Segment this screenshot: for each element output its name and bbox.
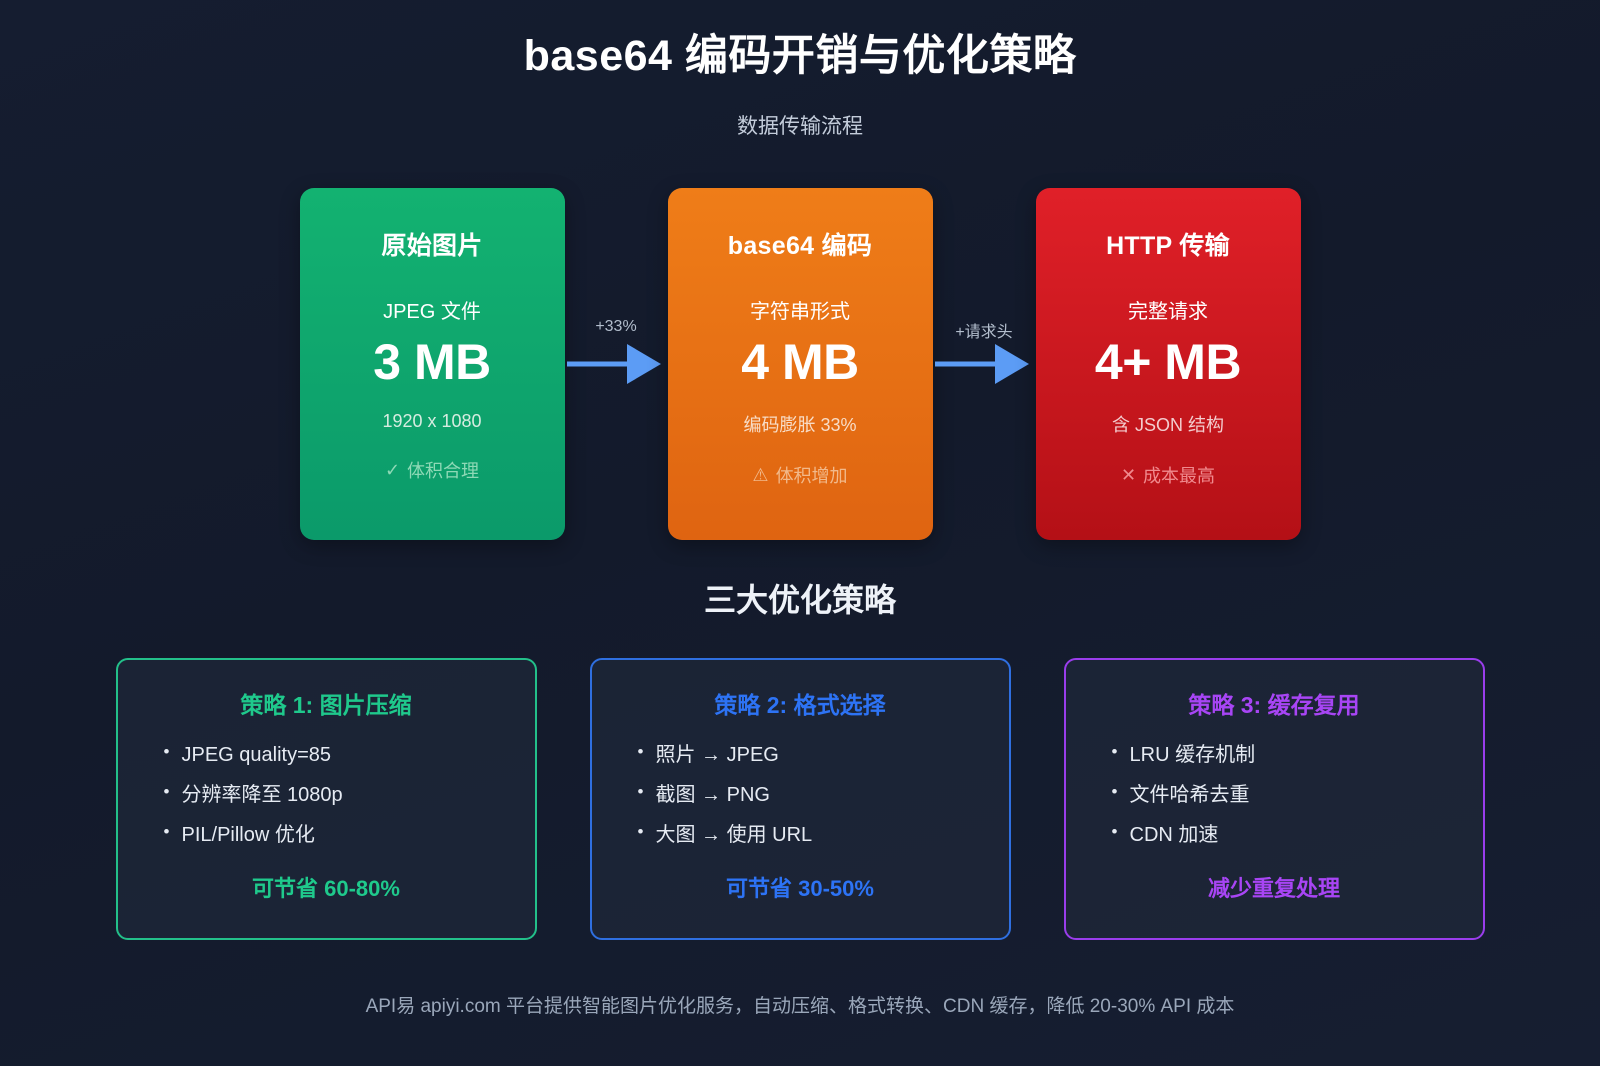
- flow-arrow-2: +请求头: [933, 188, 1036, 540]
- strategies-heading: 三大优化策略: [703, 582, 896, 618]
- flow-card-size-value: 4+ MB: [1094, 334, 1242, 390]
- flow-card-title: 原始图片: [381, 232, 483, 260]
- page-title: base64 编码开销与优化策略: [523, 32, 1077, 80]
- strategy-bullet-list: JPEG quality=85 分辨率降至 1080p PIL/Pillow 优…: [146, 742, 507, 863]
- strategy-card-format-selection: 策略 2: 格式选择 照片 → JPEG 截图 → PNG 大图 → 使用 UR…: [589, 658, 1011, 940]
- strategy-card-title: 策略 2: 格式选择: [714, 692, 886, 718]
- list-item: 文件哈希去重: [1112, 782, 1455, 807]
- flow-card-status: ⚠ 体积增加: [752, 462, 847, 488]
- check-icon: ✓: [384, 459, 401, 480]
- list-item: 分辨率降至 1080p: [164, 782, 507, 807]
- list-item: 照片 → JPEG: [638, 742, 981, 767]
- strategy-bullet-list: 照片 → JPEG 截图 → PNG 大图 → 使用 URL: [620, 742, 981, 863]
- flow-card-subtitle: 完整请求: [1128, 301, 1208, 323]
- list-item: PIL/Pillow 优化: [164, 822, 507, 847]
- strategy-card-title: 策略 1: 图片压缩: [240, 692, 412, 718]
- flow-card-status-label: 体积合理: [407, 460, 480, 481]
- flow-arrow-1-label: +33%: [595, 318, 637, 335]
- flow-card-title: base64 编码: [727, 232, 873, 260]
- flow-card-note: 编码膨胀 33%: [743, 414, 857, 435]
- flow-card-note: 1920 x 1080: [382, 410, 482, 431]
- strategy-card-image-compression: 策略 1: 图片压缩 JPEG quality=85 分辨率降至 1080p P…: [115, 658, 537, 940]
- arrow-line-icon: [934, 361, 1009, 367]
- flow-arrow-1: +33%: [565, 188, 668, 540]
- flow-card-status: ✓ 体积合理: [385, 457, 479, 483]
- flow-arrow-2-label: +请求头: [955, 324, 1013, 341]
- arrow-head-icon: [994, 344, 1029, 384]
- flow-card-subtitle: 字符串形式: [750, 301, 850, 323]
- warning-triangle-icon: ⚠: [752, 464, 769, 485]
- flow-card-status-label: 成本最高: [1143, 465, 1216, 486]
- strategy-card-title: 策略 3: 缓存复用: [1188, 692, 1360, 718]
- cross-icon: ✕: [1120, 464, 1137, 485]
- page-subtitle: 数据传输流程: [737, 114, 863, 138]
- flow-card-title: HTTP 传输: [1106, 232, 1230, 260]
- strategy-card-cache-reuse: 策略 3: 缓存复用 LRU 缓存机制 文件哈希去重 CDN 加速 减少重复处理: [1063, 658, 1485, 940]
- arrow-line-icon: [566, 361, 641, 367]
- list-item: 截图 → PNG: [638, 782, 981, 807]
- list-item: JPEG quality=85: [164, 742, 507, 767]
- flow-card-base64-encoding: base64 编码 字符串形式 4 MB 编码膨胀 33% ⚠ 体积增加: [667, 188, 933, 540]
- list-item: CDN 加速: [1112, 822, 1455, 847]
- strategy-card-savings: 可节省 60-80%: [252, 876, 400, 901]
- strategy-card-savings: 减少重复处理: [1207, 876, 1340, 901]
- flow-card-status-label: 体积增加: [775, 465, 848, 486]
- flow-card-http-transfer: HTTP 传输 完整请求 4+ MB 含 JSON 结构 ✕ 成本最高: [1035, 188, 1301, 540]
- flow-diagram: 原始图片 JPEG 文件 3 MB 1920 x 1080 ✓ 体积合理 +33…: [0, 188, 1600, 540]
- page-footer: API易 apiyi.com 平台提供智能图片优化服务，自动压缩、格式转换、CD…: [365, 996, 1235, 1017]
- flow-card-subtitle: JPEG 文件: [383, 301, 481, 323]
- flow-card-original-image: 原始图片 JPEG 文件 3 MB 1920 x 1080 ✓ 体积合理: [299, 188, 565, 540]
- strategy-bullet-list: LRU 缓存机制 文件哈希去重 CDN 加速: [1094, 742, 1455, 863]
- list-item: LRU 缓存机制: [1112, 742, 1455, 767]
- strategy-card-row: 策略 1: 图片压缩 JPEG quality=85 分辨率降至 1080p P…: [0, 658, 1600, 940]
- flow-card-note: 含 JSON 结构: [1111, 414, 1224, 435]
- flow-card-size-value: 4 MB: [741, 334, 859, 390]
- arrow-head-icon: [626, 344, 661, 384]
- flow-card-status: ✕ 成本最高: [1121, 462, 1215, 488]
- strategy-card-savings: 可节省 30-50%: [726, 876, 874, 901]
- flow-card-size-value: 3 MB: [373, 334, 491, 390]
- list-item: 大图 → 使用 URL: [638, 822, 981, 847]
